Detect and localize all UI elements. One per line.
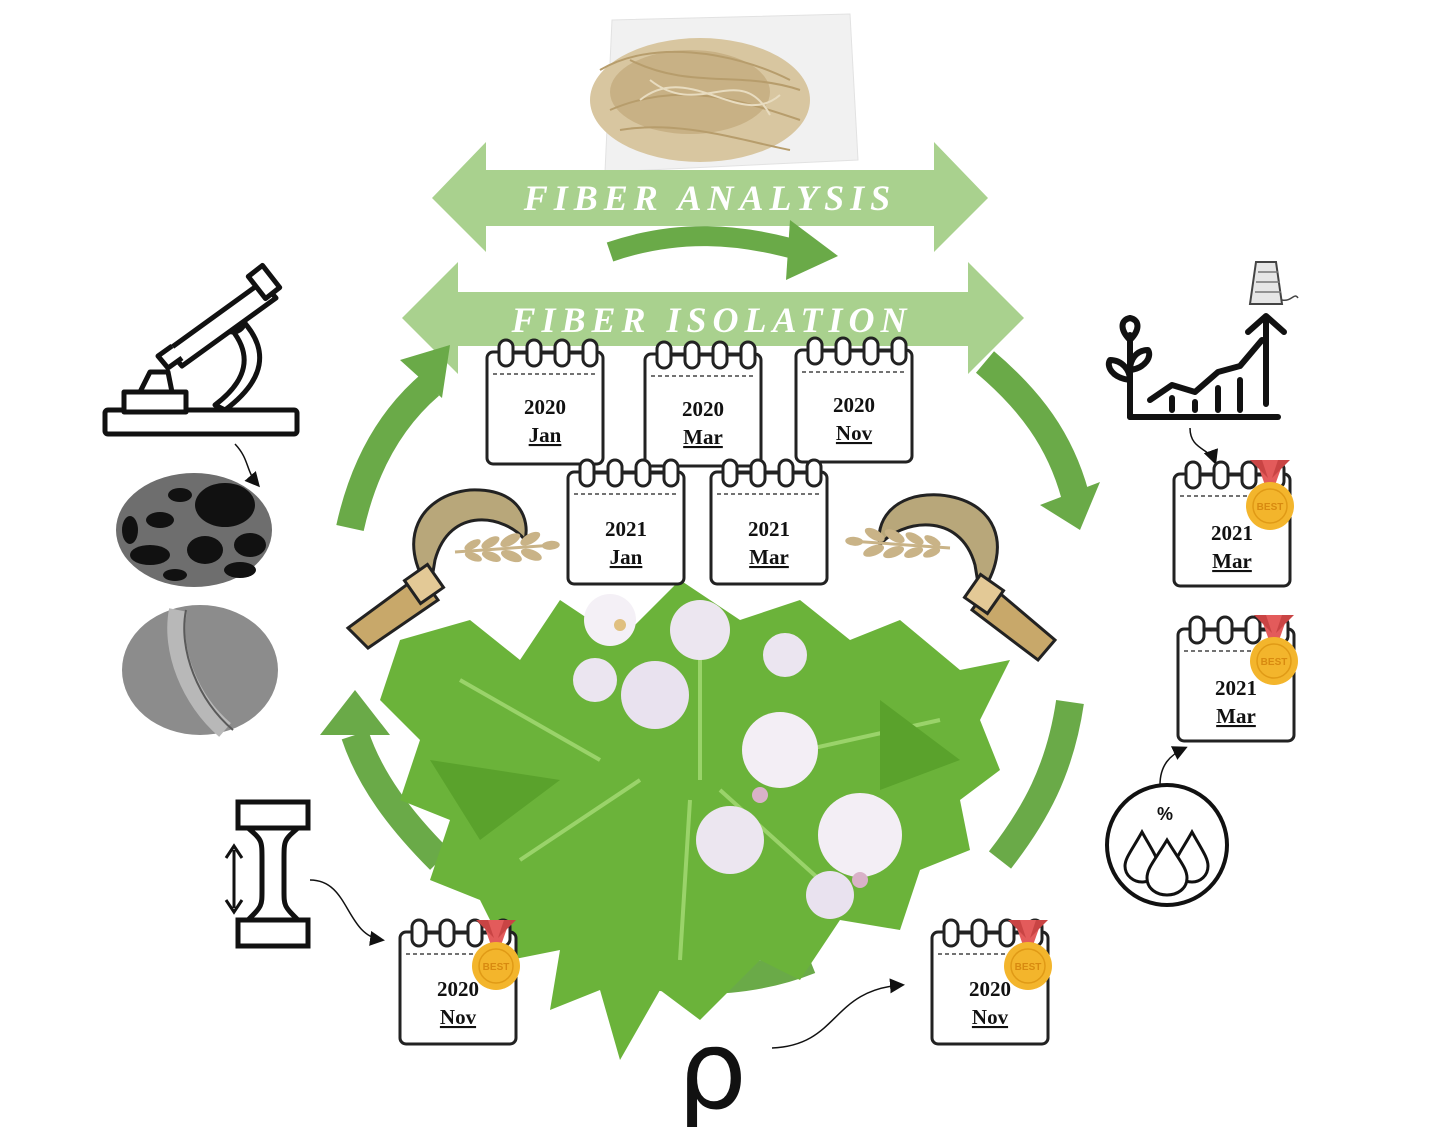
- best-medal-icon: BEST: [1245, 459, 1295, 531]
- plant-growth-chart-icon: [1105, 313, 1287, 420]
- best-medal-icon: BEST: [471, 919, 521, 991]
- flow-arrow-small-head: [786, 220, 838, 280]
- fiber-isolation-label: FIBER ISOLATION: [510, 300, 912, 340]
- density-symbol: ρ: [677, 1006, 747, 1127]
- connector-arrow: [309, 879, 385, 946]
- calendar-year: 2020: [833, 393, 875, 417]
- calendar-month: Nov: [440, 1005, 477, 1029]
- calendar-month: Mar: [749, 545, 789, 569]
- sem-cross-section-icon: [116, 473, 272, 587]
- calendar-month: Nov: [972, 1005, 1009, 1029]
- plant-leaves-flowers-image: [380, 580, 1010, 1060]
- calendar-month: Mar: [1216, 704, 1256, 728]
- connector-arrow: [1159, 746, 1188, 786]
- calendar-year: 2021: [1215, 676, 1257, 700]
- calendar-year: 2021: [605, 517, 647, 541]
- harvest-calendar-5: 2021 Mar: [709, 458, 829, 586]
- calendar-year: 2021: [748, 517, 790, 541]
- calendar-month: Jan: [529, 423, 562, 447]
- best-badge-text: BEST: [1015, 962, 1042, 973]
- calendar-month: Mar: [1212, 549, 1252, 573]
- best-medal-icon: BEST: [1003, 919, 1053, 991]
- calendar-month: Mar: [683, 425, 723, 449]
- fiber-analysis-banner: FIBER ANALYSIS: [432, 142, 988, 252]
- sickle-icon-right: [877, 493, 1058, 663]
- yarn-spool-icon: [1248, 261, 1299, 305]
- best-medal-icon: BEST: [1249, 614, 1299, 686]
- moisture-drops-icon: %: [1105, 783, 1229, 907]
- harvest-calendar-4: 2021 Jan: [566, 458, 686, 586]
- best-calendar-moisture: 2021 Mar BEST: [1176, 614, 1299, 743]
- microscope-icon: [102, 262, 300, 437]
- wheat-icon-left: [452, 526, 563, 571]
- connector-arrow: [771, 978, 905, 1049]
- calendar-year: 2020: [437, 977, 479, 1001]
- calendar-month: Nov: [836, 421, 873, 445]
- harvest-calendar-2: 2020 Mar: [643, 340, 763, 468]
- best-calendar-tensile: 2020 Nov BEST: [398, 918, 521, 1046]
- tensile-specimen-icon: [224, 799, 311, 949]
- fiber-bundle-image: [590, 13, 859, 173]
- connector-arrow: [234, 443, 260, 488]
- best-badge-text: BEST: [483, 962, 510, 973]
- fiber-analysis-label: FIBER ANALYSIS: [523, 178, 896, 218]
- best-badge-text: BEST: [1257, 502, 1284, 513]
- harvest-calendar-1: 2020 Jan: [485, 338, 605, 466]
- calendar-year: 2020: [969, 977, 1011, 1001]
- best-calendar-density: 2020 Nov BEST: [930, 918, 1053, 1046]
- calendar-year: 2020: [682, 397, 724, 421]
- flow-arrow-small: [606, 226, 793, 262]
- moisture-percent-symbol: %: [1157, 804, 1173, 824]
- best-calendar-growth: 2021 Mar BEST: [1172, 459, 1295, 588]
- connector-arrow: [1189, 427, 1219, 465]
- sickle-icon-left: [345, 488, 528, 650]
- best-badge-text: BEST: [1261, 657, 1288, 668]
- calendar-year: 2021: [1211, 521, 1253, 545]
- harvest-calendar-3: 2020 Nov: [794, 336, 914, 464]
- calendar-month: Jan: [610, 545, 643, 569]
- calendar-year: 2020: [524, 395, 566, 419]
- sem-fiber-icon: [122, 605, 278, 737]
